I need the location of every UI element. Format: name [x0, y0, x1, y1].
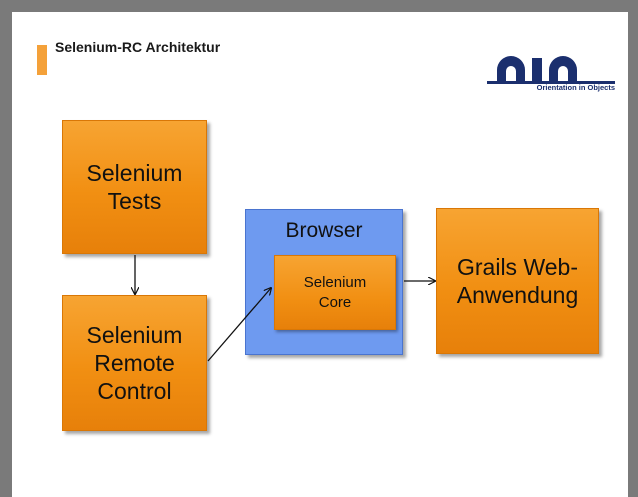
title-accent-bar	[37, 45, 47, 75]
rc-line-1: Selenium	[86, 322, 183, 348]
rc-line-3: Control	[97, 378, 172, 404]
rc-line-2: Remote	[94, 350, 175, 376]
selenium-core-box: Selenium Core	[274, 255, 396, 330]
tests-line-1: Selenium	[86, 160, 183, 186]
logo-subtitle: Orientation in Objects	[536, 83, 615, 92]
core-line-2: Core	[318, 293, 352, 311]
slide: Selenium-RC Architektur Orientation in O…	[12, 12, 628, 497]
grails-line-2: Anwendung	[456, 282, 579, 308]
core-line-1: Selenium	[303, 273, 367, 291]
selenium-tests-box: Selenium Tests	[62, 120, 207, 254]
grails-line-1: Grails Web-	[457, 254, 578, 280]
grails-web-app-box: Grails Web- Anwendung	[436, 208, 599, 354]
oio-logo-mark	[487, 56, 615, 84]
selenium-rc-box: Selenium Remote Control	[62, 295, 207, 431]
oio-logo: Orientation in Objects	[487, 50, 617, 100]
browser-box: Browser Selenium Core	[245, 209, 403, 355]
slide-title: Selenium-RC Architektur	[55, 39, 221, 55]
browser-label: Browser	[285, 219, 363, 242]
tests-line-2: Tests	[107, 188, 162, 214]
